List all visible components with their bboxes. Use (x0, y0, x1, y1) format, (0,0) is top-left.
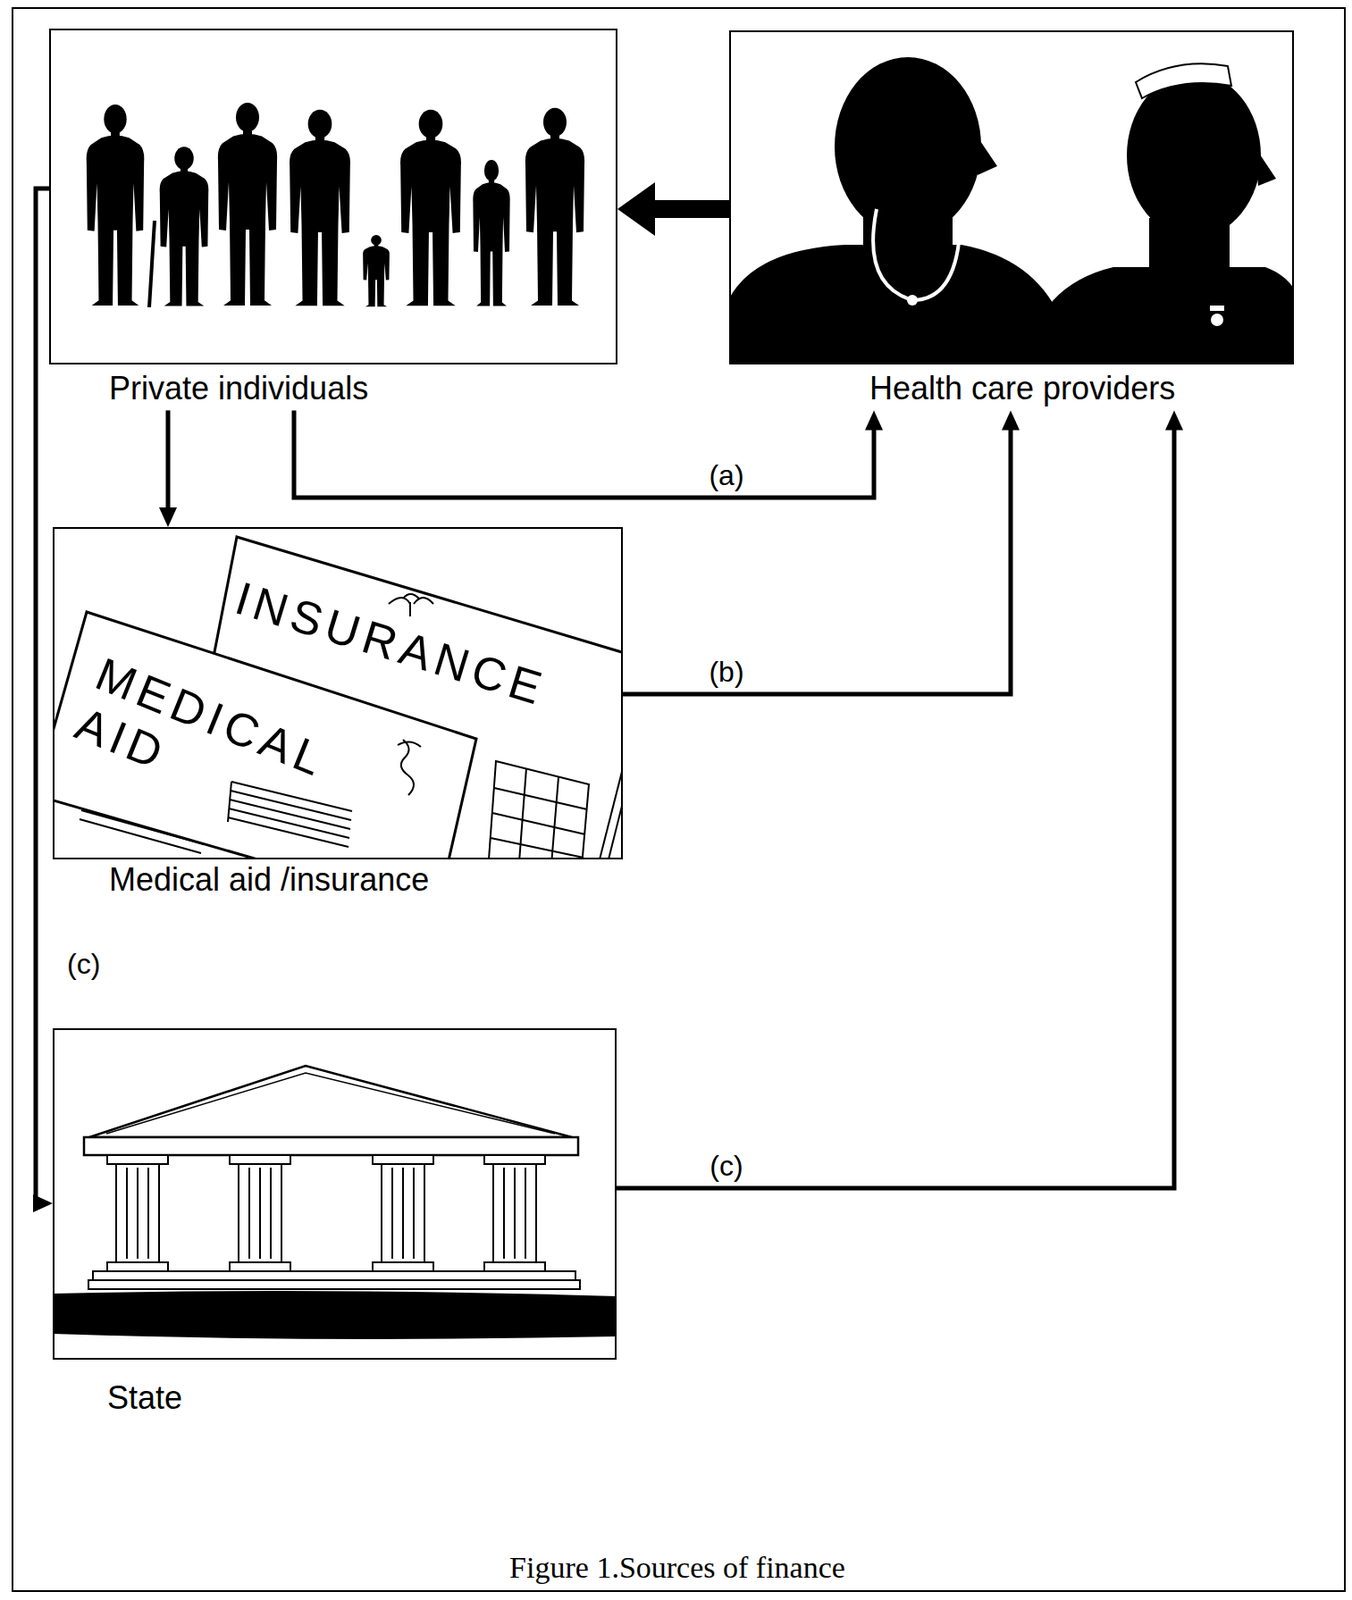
card-lettering: MEDICAL AID (67, 647, 324, 834)
flow-arrow (622, 410, 1020, 695)
connector-line (622, 428, 1011, 695)
arrow-head (1165, 410, 1184, 430)
thick-arrow (617, 182, 730, 236)
edge-label: (b) (705, 655, 747, 689)
edge-label: (c) (706, 1150, 746, 1184)
doctor-nurse-silhouette (729, 57, 1294, 365)
connector-line (653, 200, 730, 219)
figure-caption: Figure 1.Sources of finance (509, 1551, 846, 1585)
edge-label: (c) (64, 948, 103, 982)
node-label: Health care providers (869, 369, 1176, 407)
edge-label: (a) (705, 459, 747, 493)
arrow-head (159, 507, 177, 528)
state-temple (52, 1066, 617, 1340)
card-lettering: INSURANCE (229, 571, 554, 718)
insurance-cards (52, 537, 623, 860)
flow-arrow (159, 410, 177, 528)
node-label: Private individuals (109, 369, 369, 407)
arrow-head (1001, 410, 1020, 430)
flow-arrow (293, 410, 883, 498)
arrow-head (33, 1194, 53, 1213)
arrow-head (864, 410, 883, 430)
node-label: Medical aid /insurance (109, 861, 429, 899)
picture-box: Private individuals (49, 28, 618, 365)
flow-arrow (616, 410, 1184, 1189)
connector-line (616, 428, 1175, 1189)
connector-line (34, 188, 50, 1204)
outer-frame (12, 8, 1345, 1592)
connector-line (293, 410, 874, 498)
connector-line (166, 410, 171, 510)
picture-box: Health care providers (729, 30, 1294, 365)
node-label: State (107, 1379, 183, 1417)
arrow-head (617, 182, 656, 236)
picture-box: State (52, 1028, 617, 1361)
people-silhouettes (86, 102, 585, 308)
